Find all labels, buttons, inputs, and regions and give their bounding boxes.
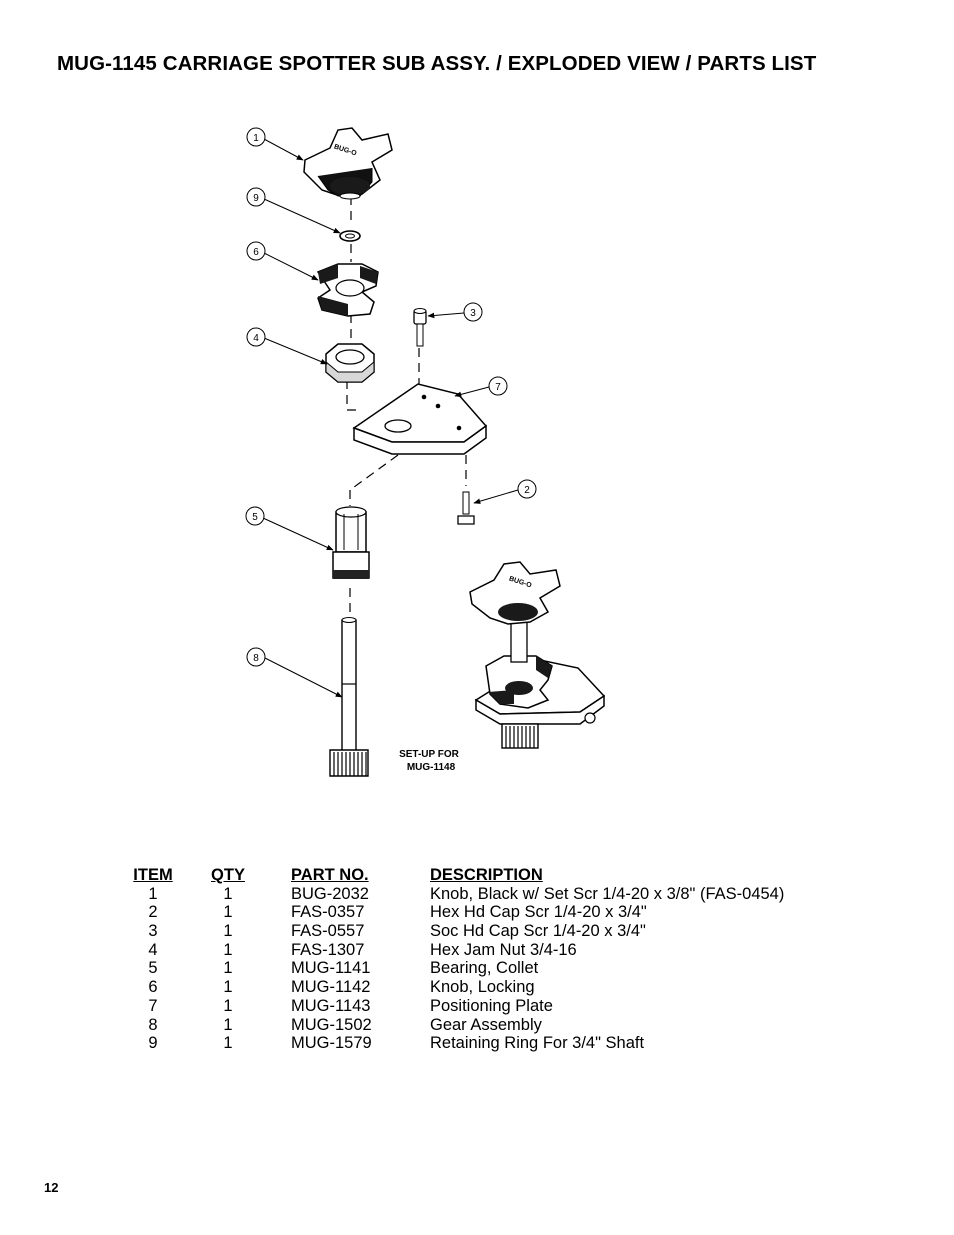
cell-description: Gear Assembly	[430, 1015, 542, 1034]
header-part-no: PART NO.	[291, 866, 369, 884]
retaining-ring-part	[339, 230, 361, 242]
cell-item: 6	[148, 978, 158, 997]
hex-jam-nut-part	[325, 343, 375, 383]
svg-text:5: 5	[252, 512, 258, 523]
bearing-collet-part	[332, 506, 370, 579]
callout-6: 6	[246, 241, 266, 261]
svg-text:1: 1	[253, 133, 259, 144]
cell-qty: 1	[223, 959, 233, 978]
cell-part-no: MUG-1502	[291, 1015, 372, 1034]
cell-item: 2	[148, 903, 158, 922]
svg-text:8: 8	[253, 653, 259, 664]
page-title: MUG-1145 CARRIAGE SPOTTER SUB ASSY. / EX…	[57, 52, 817, 75]
cell-item: 5	[148, 959, 158, 978]
svg-text:3: 3	[470, 308, 476, 319]
setup-label-line1: SET-UP FOR	[399, 749, 460, 760]
cell-part-no: MUG-1143	[291, 996, 371, 1015]
cell-part-no: MUG-1142	[291, 978, 371, 997]
cell-description: Retaining Ring For 3/4" Shaft	[430, 1034, 645, 1053]
header-description: DESCRIPTION	[430, 866, 543, 884]
cell-part-no: FAS-1307	[291, 940, 365, 959]
callout-7: 7	[488, 376, 508, 396]
cell-description: Positioning Plate	[430, 996, 553, 1015]
cell-item: 8	[148, 1015, 158, 1034]
callout-9: 9	[246, 187, 266, 207]
setup-assembly-illustration: BUG-O	[469, 561, 606, 749]
setup-label-line2: MUG-1148	[407, 762, 456, 773]
cell-qty: 1	[223, 996, 233, 1015]
page-number: 12	[44, 1180, 59, 1195]
cell-qty: 1	[223, 940, 233, 959]
cell-item: 4	[148, 940, 158, 959]
svg-text:4: 4	[253, 333, 259, 344]
cell-part-no: BUG-2032	[291, 884, 369, 903]
callout-1: 1	[246, 127, 266, 147]
svg-text:6: 6	[253, 247, 259, 258]
svg-text:2: 2	[524, 485, 530, 496]
cell-qty: 1	[223, 922, 233, 941]
cell-item: 3	[148, 922, 158, 941]
cell-part-no: MUG-1579	[291, 1034, 372, 1053]
callout-5: 5	[245, 506, 265, 526]
cell-qty: 1	[223, 1015, 233, 1034]
callout-leaders	[262, 138, 519, 698]
cell-qty: 1	[223, 1034, 233, 1053]
cell-description: Hex Jam Nut 3/4-16	[430, 940, 577, 959]
callout-8: 8	[246, 647, 266, 667]
cell-qty: 1	[223, 884, 233, 903]
cell-description: Soc Hd Cap Scr 1/4-20 x 3/4"	[430, 922, 646, 941]
cell-part-no: MUG-1141	[291, 959, 371, 978]
cell-item: 1	[148, 884, 158, 903]
cell-qty: 1	[223, 903, 233, 922]
callout-2: 2	[517, 479, 537, 499]
cell-item: 9	[148, 1034, 158, 1053]
cell-item: 7	[148, 996, 158, 1015]
assembly-axis-lines	[346, 196, 467, 615]
cell-description: Bearing, Collet	[430, 959, 539, 978]
knob-black-part: BUG-O	[303, 127, 393, 200]
cell-description: Hex Hd Cap Scr 1/4-20 x 3/4"	[430, 903, 647, 922]
header-qty: QTY	[211, 866, 245, 884]
cell-part-no: FAS-0557	[291, 922, 365, 941]
cell-part-no: FAS-0357	[291, 903, 365, 922]
header-item: ITEM	[133, 866, 173, 884]
socket-head-screw-part	[413, 308, 427, 347]
svg-text:7: 7	[495, 382, 501, 393]
locking-knob-part	[316, 263, 379, 317]
cell-description: Knob, Black w/ Set Scr 1/4-20 x 3/8" (FA…	[430, 884, 785, 903]
cell-description: Knob, Locking	[430, 978, 535, 997]
gear-assembly-part	[329, 617, 369, 777]
cell-qty: 1	[223, 978, 233, 997]
svg-text:9: 9	[253, 193, 259, 204]
hex-head-screw-part	[457, 491, 475, 525]
positioning-plate-part	[352, 383, 488, 455]
callout-4: 4	[246, 327, 266, 347]
callout-3: 3	[463, 302, 483, 322]
